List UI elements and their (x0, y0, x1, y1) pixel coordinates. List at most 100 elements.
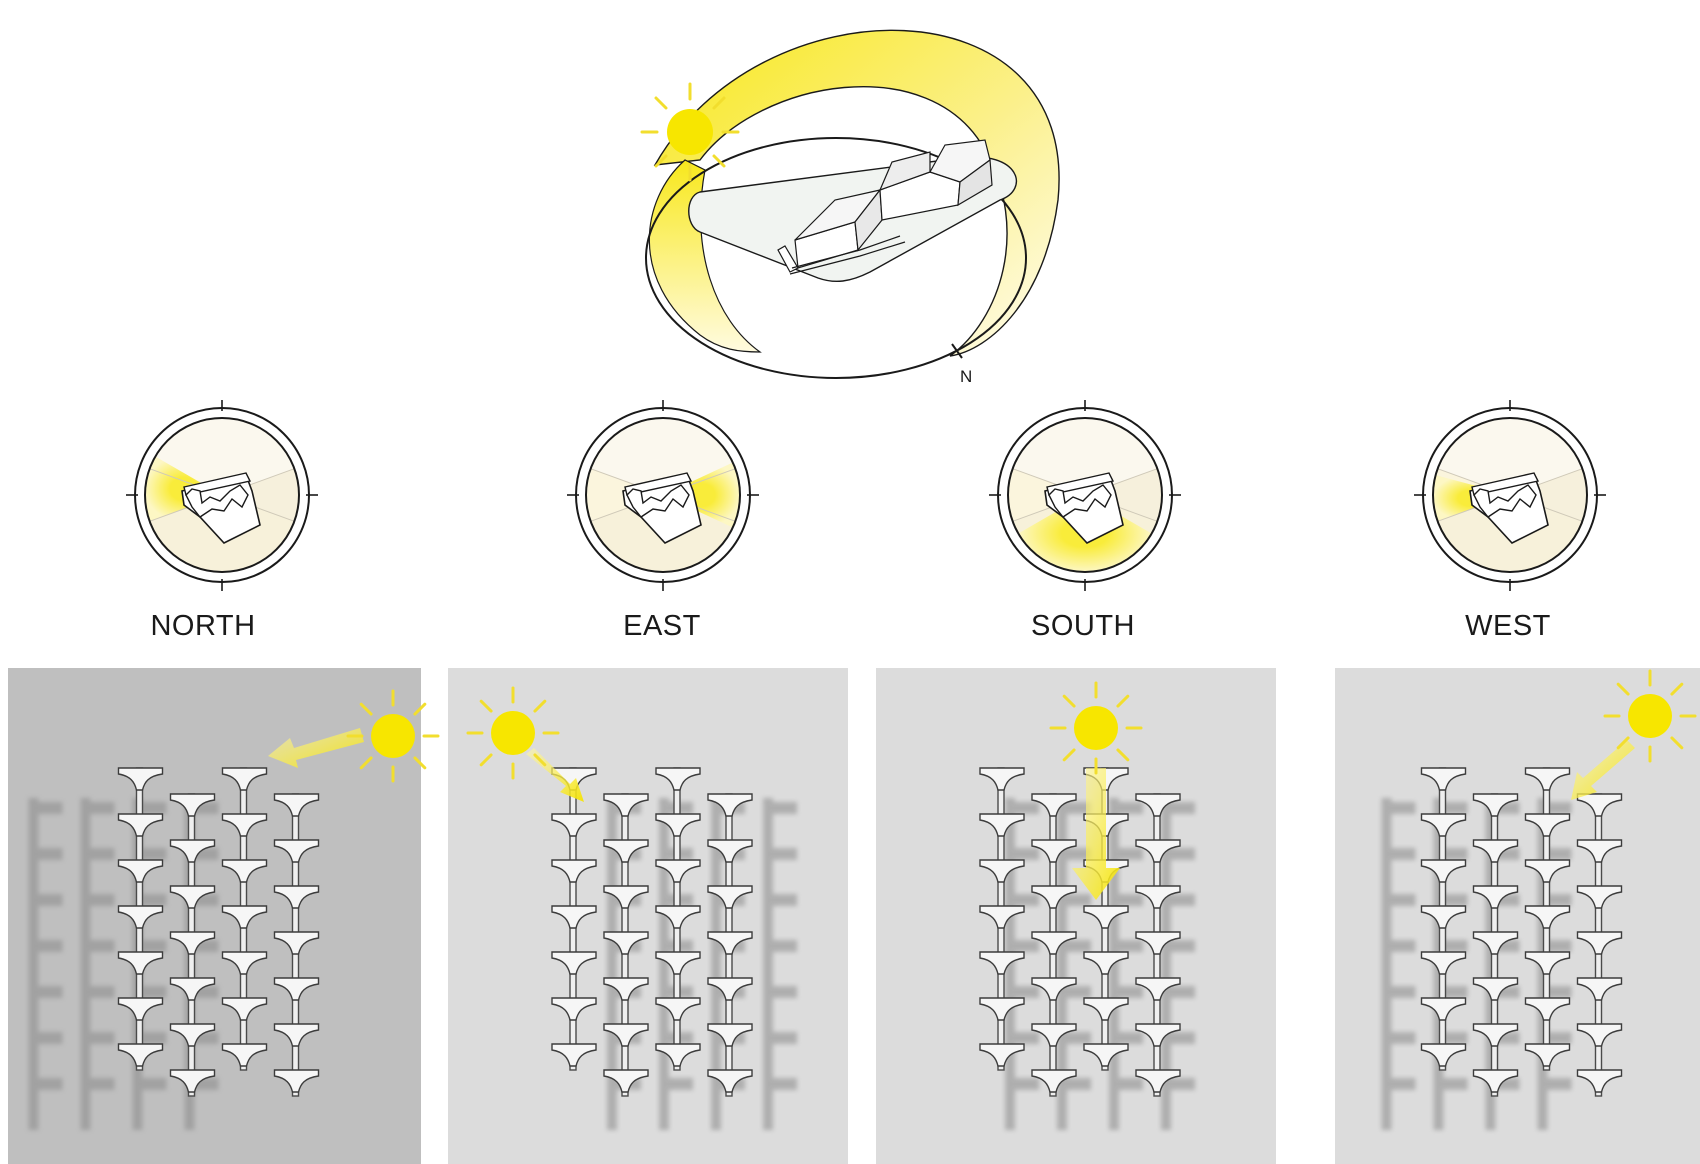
fin-blade (1576, 793, 1623, 817)
fin-blade (603, 1069, 649, 1093)
fin-blade (169, 1069, 216, 1093)
fin-blade (1420, 1043, 1467, 1067)
fin-blade (1135, 977, 1181, 1001)
dial-sector-pale (1510, 468, 1587, 522)
fin-blade (273, 839, 320, 863)
sun-icon (640, 82, 740, 182)
fin-blade (1524, 767, 1571, 791)
fin-blade (603, 839, 649, 863)
fin-blade (1524, 997, 1571, 1021)
fin-blade (655, 905, 701, 929)
shading-fins (117, 767, 320, 1097)
dial-sector-highlight (663, 462, 740, 528)
fin-blade (273, 1023, 320, 1047)
fin-blade (169, 977, 216, 1001)
fin-blade (221, 905, 268, 929)
fin-blade (1472, 885, 1519, 909)
fin-blade (979, 905, 1025, 929)
fin-blade (603, 885, 649, 909)
fin-blade (169, 885, 216, 909)
fin-blade (1135, 931, 1181, 955)
fin-blade (1576, 977, 1623, 1001)
panels-svg (8, 668, 1700, 1164)
fin-blade (603, 931, 649, 955)
fin-blade (1031, 839, 1077, 863)
fin-blade (221, 997, 268, 1021)
fin-blade (1083, 951, 1129, 975)
fin-blade (1420, 767, 1467, 791)
fin-blade (707, 1023, 753, 1047)
dial-sector-pale (1085, 468, 1162, 522)
fin-blade (273, 931, 320, 955)
dial-inner-ring (1007, 417, 1163, 573)
fin-blade (221, 813, 268, 837)
fin-blade (979, 1043, 1025, 1067)
fin-blade (551, 813, 597, 837)
fin-blade (655, 997, 701, 1021)
fin-blade (1031, 931, 1077, 955)
dial-sector-pale (222, 468, 299, 522)
panel-east (448, 668, 848, 1164)
sun-icon (1603, 669, 1697, 763)
fin-blade (221, 859, 268, 883)
fin-blade (1524, 905, 1571, 929)
dial-sector-pale (1437, 418, 1583, 495)
fin-blade (1420, 997, 1467, 1021)
fin-blade (1031, 977, 1077, 1001)
fin-blade (169, 839, 216, 863)
horizon-ellipse (645, 137, 1027, 379)
label-north: NORTH (150, 610, 256, 642)
north-letter: N (960, 367, 972, 386)
dial-south (989, 400, 1181, 591)
fin-blade (707, 931, 753, 955)
fin-blade (1420, 859, 1467, 883)
fin-blade (551, 951, 597, 975)
fin-blade (273, 1069, 320, 1093)
fin-blade (1031, 1069, 1077, 1093)
fin-blade (707, 793, 753, 817)
fin-blade (551, 859, 597, 883)
fin-blade (1135, 839, 1181, 863)
fin-blade (1083, 1043, 1129, 1067)
fin-blade (655, 767, 701, 791)
fin-blade (1472, 1023, 1519, 1047)
fin-blade (117, 767, 164, 791)
fin-blade (979, 951, 1025, 975)
shading-panels (0, 668, 1700, 1164)
fin-blade (1031, 885, 1077, 909)
fin-blade (1420, 813, 1467, 837)
fin-blade (1472, 793, 1519, 817)
fin-blade (117, 859, 164, 883)
sun-icon (346, 689, 440, 783)
fin-blade (1135, 1069, 1181, 1093)
fin-blade (707, 839, 753, 863)
fin-blade (117, 905, 164, 929)
fin-blade (655, 951, 701, 975)
fin-blade (1576, 1023, 1623, 1047)
fin-blade (273, 793, 320, 817)
fin-blade (169, 793, 216, 817)
label-west: WEST (1465, 610, 1551, 642)
north-tick (951, 343, 963, 359)
panel-west (1335, 668, 1700, 1164)
fin-blade (117, 813, 164, 837)
orientation-dials (0, 400, 1700, 600)
sun-icon (1049, 681, 1143, 775)
fin-blade (551, 1043, 597, 1067)
light-arrow-icon (1072, 768, 1120, 900)
fin-blade (273, 977, 320, 1001)
fin-blade (1472, 977, 1519, 1001)
building-footprint (622, 472, 702, 544)
fin-blade (221, 767, 268, 791)
fin-blade (221, 1043, 268, 1067)
fin-blade (1524, 859, 1571, 883)
label-south: SOUTH (1031, 610, 1135, 642)
fin-blade (551, 997, 597, 1021)
fin-blade (1420, 905, 1467, 929)
building-footprint (1044, 472, 1124, 544)
light-arrow-icon (1571, 740, 1635, 800)
fin-blade (603, 977, 649, 1001)
shading-fins (1420, 767, 1623, 1097)
fin-blade (117, 997, 164, 1021)
fin-blade (273, 885, 320, 909)
